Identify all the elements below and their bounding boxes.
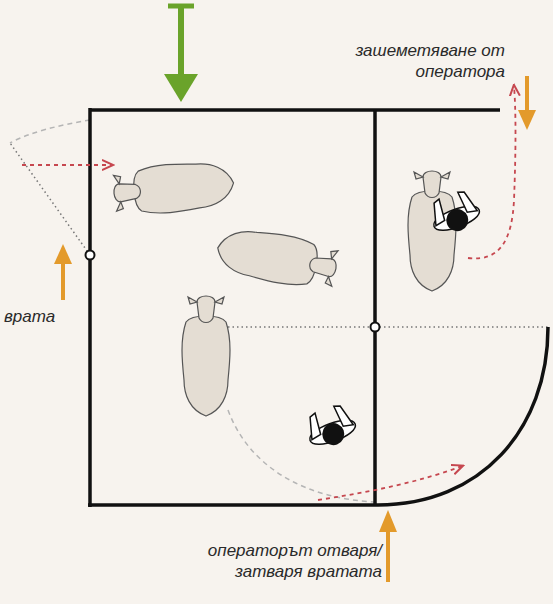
sheep [112,159,456,416]
movement-arrows [22,86,516,500]
gate-hinge [86,251,95,260]
entry-arrow [164,6,198,102]
pointer-arrows [54,76,536,582]
operator-note: операторът отваря/ затваря вратата [200,540,382,582]
pen-walls [88,108,548,507]
stunning-note: зашеметяване от оператора [340,40,505,82]
operator [302,187,484,452]
gate-hinge [371,323,380,332]
gate-label: врата [4,306,64,327]
